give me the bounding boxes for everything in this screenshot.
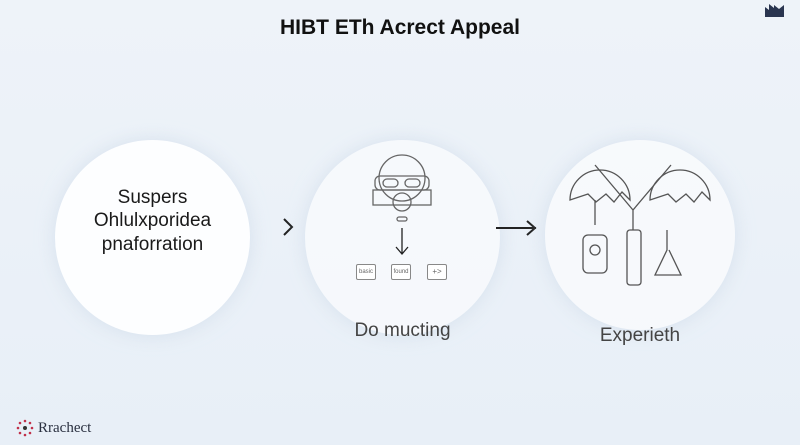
brand-logo-icon xyxy=(16,419,34,437)
basic-button[interactable]: basic xyxy=(356,264,376,280)
step-3-label: Experieth xyxy=(599,325,681,346)
experiment-flasks-icon xyxy=(569,164,711,286)
step-1-line: Ohlulxporidea xyxy=(93,210,212,231)
arrow-right-icon xyxy=(496,220,537,236)
building-logo-icon xyxy=(765,4,784,17)
step-3-circle xyxy=(545,140,735,330)
page-title: HIBT ETh Acrect Appeal xyxy=(280,16,520,39)
step-1-circle xyxy=(55,140,250,335)
step-2-label: Do mucting xyxy=(354,320,451,341)
step-1-line: Suspers xyxy=(117,187,188,208)
person-with-glasses-icon xyxy=(372,154,432,255)
next-button[interactable]: +> xyxy=(427,264,447,280)
step-1-line: pnaforration xyxy=(101,234,204,255)
chevron-right-icon xyxy=(283,218,294,236)
brand-name: Rrachect xyxy=(38,420,92,436)
found-button[interactable]: found xyxy=(391,264,411,280)
